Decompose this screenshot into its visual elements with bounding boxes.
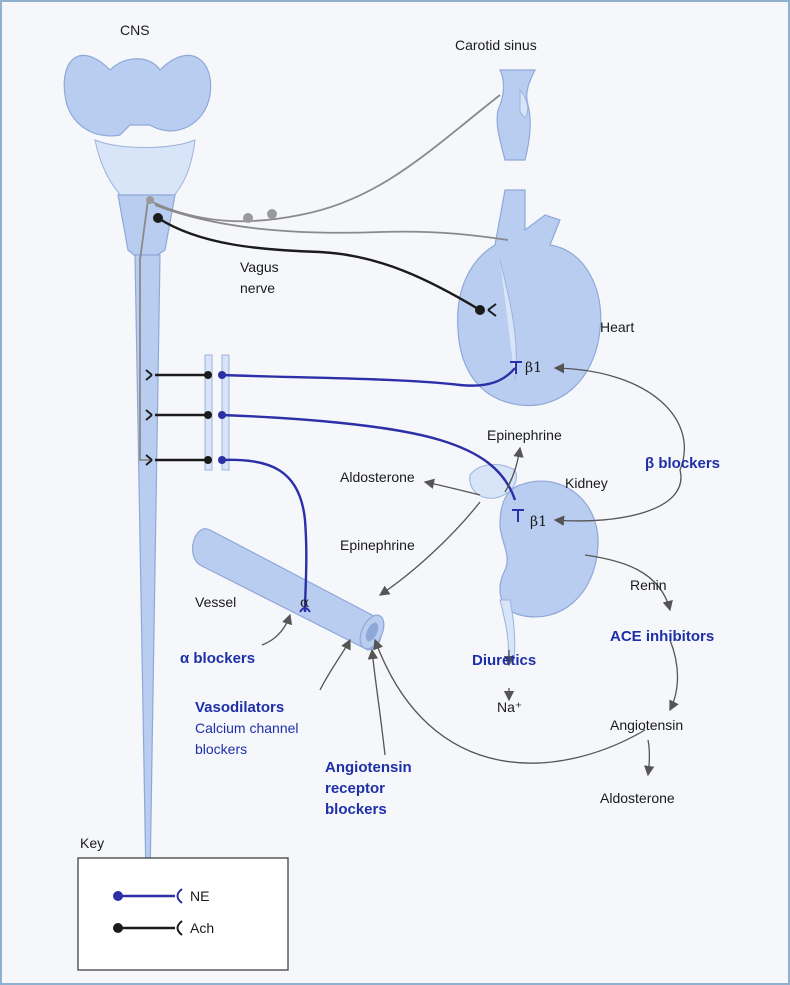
cns-brainstem: [64, 55, 210, 880]
drug-vasodilators: Vasodilators: [195, 699, 284, 716]
key-ach-label: Ach: [190, 920, 214, 936]
drug-alpha-blockers: α blockers: [180, 650, 255, 667]
label-vagus-2: nerve: [240, 280, 275, 296]
drug-beta-blockers: β blockers: [645, 455, 720, 472]
label-aldosterone-left: Aldosterone: [340, 469, 415, 485]
drug-diuretics: Diuretics: [472, 652, 536, 669]
drug-ace-inhibitors: ACE inhibitors: [610, 628, 714, 645]
label-aldosterone-bottom: Aldosterone: [600, 790, 675, 806]
label-vessel: Vessel: [195, 594, 236, 610]
label-na-plus: Na⁺: [497, 699, 522, 715]
label-renin: Renin: [630, 577, 667, 593]
label-epinephrine-top: Epinephrine: [487, 427, 562, 443]
drug-arb-1: Angiotensin: [325, 759, 412, 776]
label-kidney: Kidney: [565, 475, 608, 491]
drug-arb-3: blockers: [325, 801, 387, 818]
vagus-nerve-fiber: [153, 213, 496, 316]
carotid-sinus-shape: [497, 70, 535, 160]
label-beta1-heart: β1: [525, 360, 542, 376]
label-cns: CNS: [120, 22, 150, 38]
key-ne-label: NE: [190, 888, 209, 904]
drug-calcium-2: blockers: [195, 741, 247, 757]
key-box: [78, 858, 288, 970]
label-angiotensin: Angiotensin: [610, 717, 683, 733]
label-heart: Heart: [600, 319, 634, 335]
label-beta1-kidney: β1: [530, 514, 547, 530]
afferent-fibers: [140, 95, 508, 460]
label-carotid-sinus: Carotid sinus: [455, 37, 537, 53]
label-vagus-1: Vagus: [240, 259, 279, 275]
key-title: Key: [80, 835, 104, 851]
drug-arb-2: receptor: [325, 780, 385, 797]
kidney-shape: [470, 465, 598, 660]
label-epinephrine-mid: Epinephrine: [340, 537, 415, 553]
label-alpha: α: [300, 595, 310, 611]
drug-calcium-1: Calcium channel: [195, 720, 299, 736]
effect-arrows: [262, 368, 684, 775]
